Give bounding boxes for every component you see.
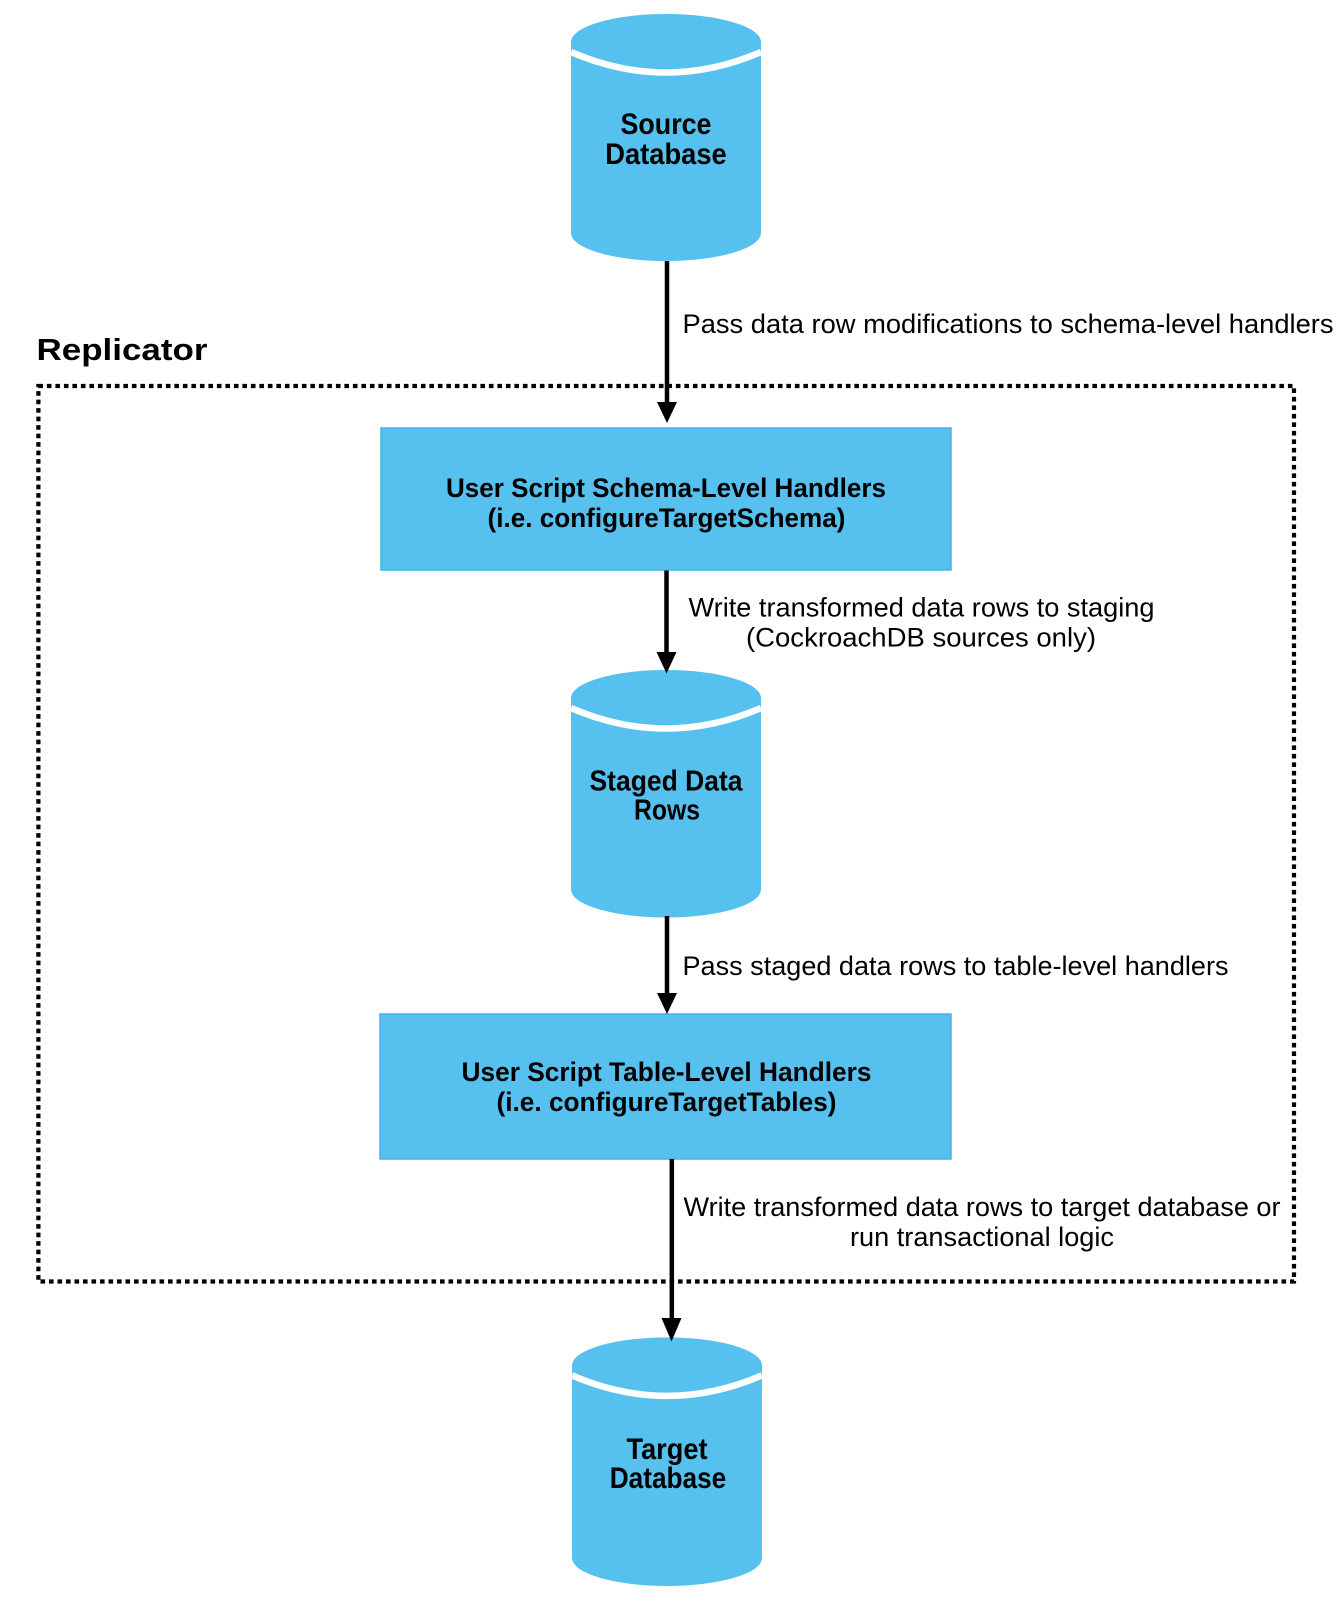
svg-text:run transactional logic: run transactional logic	[850, 1222, 1114, 1252]
svg-text:Staged Data: Staged Data	[590, 765, 744, 797]
svg-text:Replicator: Replicator	[37, 332, 208, 367]
svg-text:Database: Database	[605, 138, 727, 171]
svg-text:(i.e. configureTargetTables): (i.e. configureTargetTables)	[497, 1087, 837, 1117]
svg-text:Database: Database	[610, 1462, 727, 1495]
svg-text:Rows: Rows	[634, 795, 700, 827]
svg-text:(i.e. configureTargetSchema): (i.e. configureTargetSchema)	[488, 503, 846, 533]
svg-text:Write transformed data rows to: Write transformed data rows to target da…	[684, 1192, 1281, 1222]
svg-text:Source: Source	[621, 108, 712, 141]
svg-text:(CockroachDB sources only): (CockroachDB sources only)	[746, 623, 1096, 653]
svg-text:User Script Schema-Level Handl: User Script Schema-Level Handlers	[446, 473, 886, 503]
svg-text:Pass data row modifications to: Pass data row modifications to schema-le…	[683, 309, 1334, 339]
svg-text:User Script Table-Level Handle: User Script Table-Level Handlers	[462, 1057, 872, 1087]
svg-text:Target: Target	[627, 1433, 708, 1466]
svg-text:Pass staged data rows to table: Pass staged data rows to table-level han…	[683, 951, 1229, 981]
svg-text:Write transformed data rows to: Write transformed data rows to staging	[689, 593, 1155, 623]
